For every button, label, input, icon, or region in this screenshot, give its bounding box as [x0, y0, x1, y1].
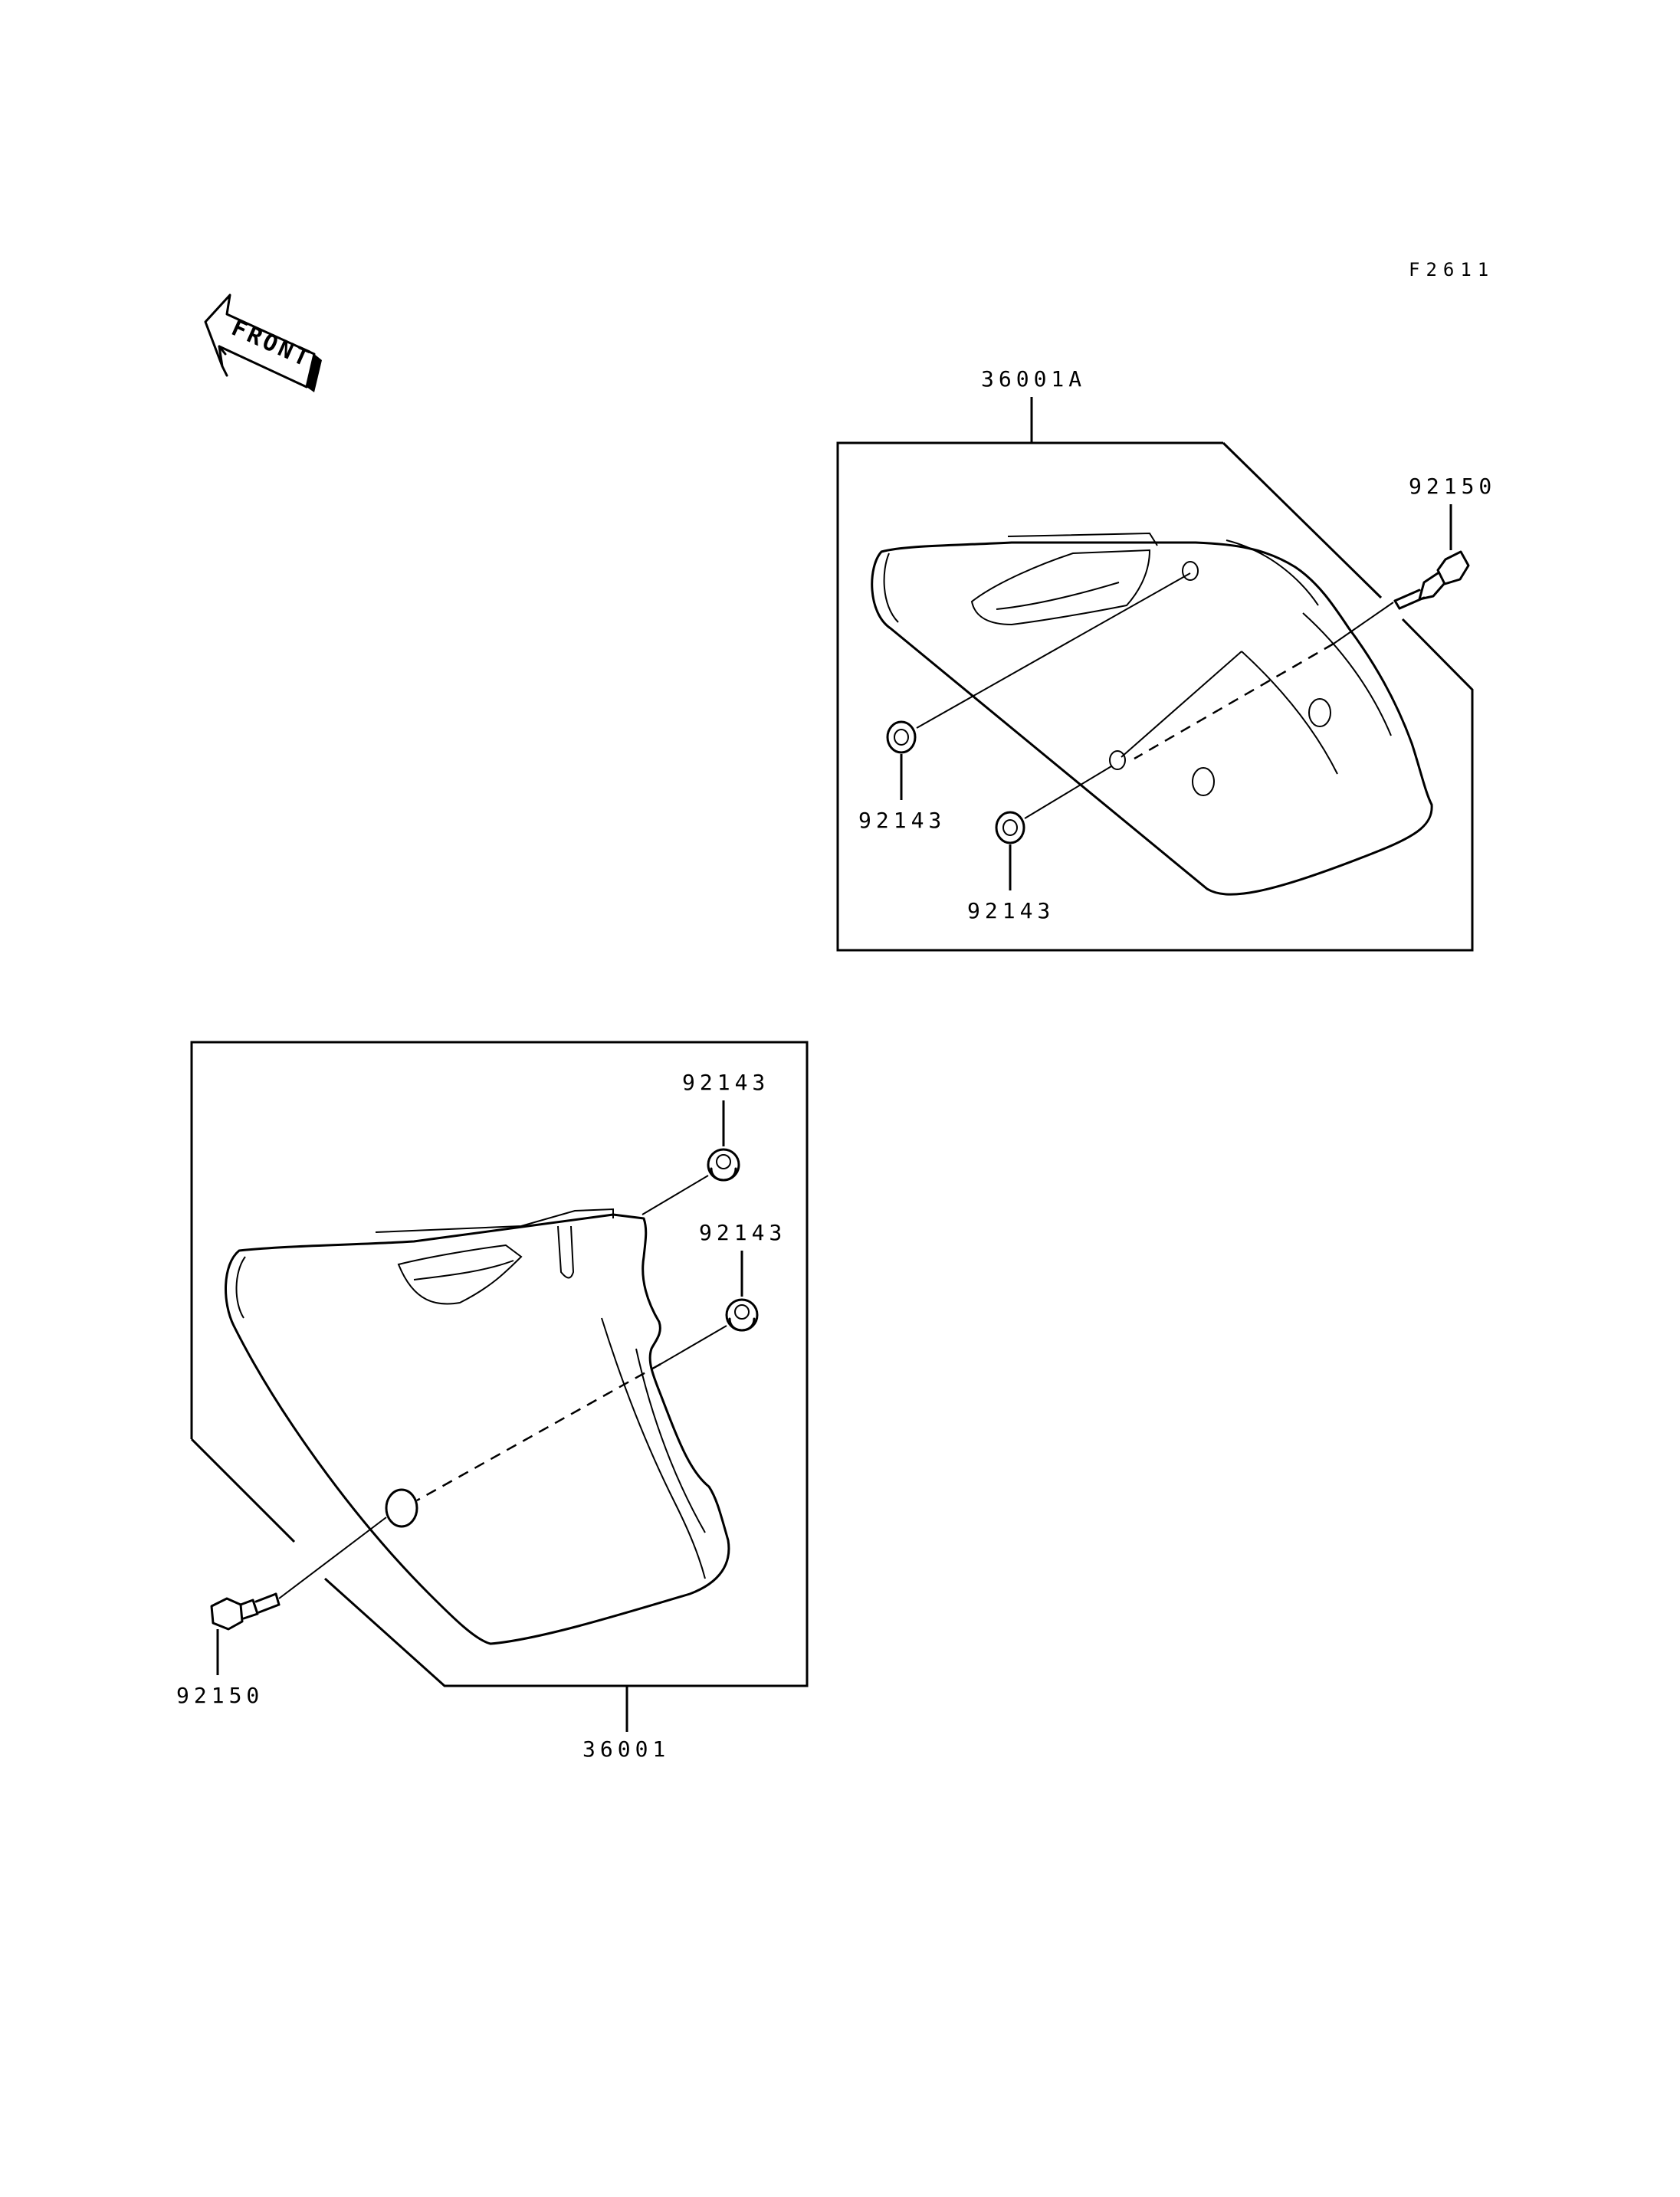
left-assembly: 36001 92143 92143 — [176, 1041, 809, 1762]
left-grommet-lower-icon — [725, 1298, 759, 1332]
diagram-code: F2611 — [1409, 259, 1495, 280]
right-assembly: 36001A 92150 — [836, 366, 1496, 952]
front-arrow-label: FRONT — [228, 314, 316, 373]
label-92143-left-upper: 92143 — [682, 1070, 769, 1095]
label-92143-left-lower: 92143 — [699, 1220, 786, 1245]
front-arrow-icon: FRONT — [204, 293, 322, 392]
label-92143-right-upper: 92143 — [858, 808, 946, 833]
label-92150-left: 92150 — [176, 1683, 264, 1708]
label-36001: 36001 — [582, 1736, 670, 1762]
label-92143-right-lower: 92143 — [967, 898, 1055, 923]
right-cover-frame — [836, 441, 1474, 952]
left-grommet-upper-icon — [707, 1148, 740, 1182]
label-36001A: 36001A — [981, 366, 1086, 392]
left-side-cover — [225, 1208, 730, 1645]
right-bolt-icon — [1393, 550, 1470, 610]
right-side-cover — [871, 532, 1433, 896]
left-bolt-icon — [210, 1592, 281, 1631]
left-cover-frame — [190, 1041, 809, 1687]
right-grommet-upper-icon — [886, 720, 917, 754]
right-grommet-lower-icon — [995, 811, 1025, 844]
label-92150-right: 92150 — [1409, 474, 1496, 499]
